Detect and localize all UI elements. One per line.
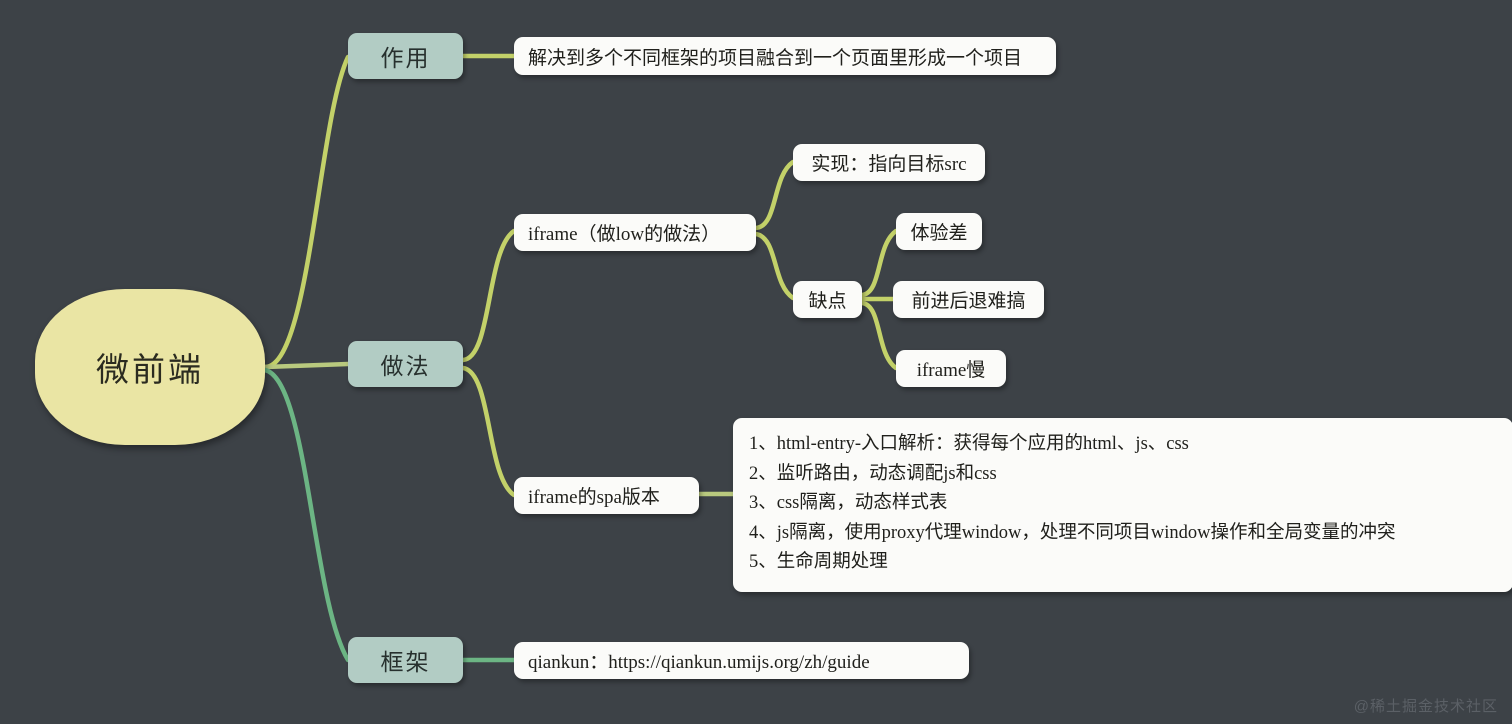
edge-root-zuofa <box>262 361 351 370</box>
branch-node-zuofa[interactable]: 做法 <box>348 341 463 387</box>
leaf-node-spa[interactable]: iframe的spa版本 <box>514 477 699 514</box>
leaf-node-qiankun-label: qiankun：https://qiankun.umijs.org/zh/gui… <box>528 652 870 673</box>
branch-node-kuangjia[interactable]: 框架 <box>348 637 463 683</box>
detail-line-1: 1、html-entry-入口解析：获得每个应用的html、js、css <box>749 434 1189 454</box>
edge-root-zuoyong <box>262 54 351 370</box>
leaf-node-quedian-tiyancha-label: 体验差 <box>910 223 968 244</box>
leaf-node-iframe-quedian[interactable]: 缺点 <box>793 281 862 318</box>
leaf-node-iframe-label: iframe（做low的做法） <box>528 224 721 245</box>
detail-line-3: 3、css隔离，动态样式表 <box>749 493 948 513</box>
branch-node-zuofa-label: 做法 <box>380 354 431 379</box>
edge-root-kuangjia <box>262 367 351 663</box>
leaf-node-spa-label: iframe的spa版本 <box>528 487 660 508</box>
edge-quedian-tiyancha <box>859 228 899 298</box>
watermark: @稀土掘金技术社区 <box>1353 698 1498 715</box>
leaf-node-quedian-qianjin[interactable]: 前进后退难搞 <box>893 281 1044 318</box>
edge-iframe-shixian <box>753 159 796 231</box>
leaf-node-quedian-tiyancha[interactable]: 体验差 <box>896 213 982 250</box>
leaf-node-iframe-shixian[interactable]: 实现：指向目标src <box>793 144 985 181</box>
root-node[interactable]: 微前端 <box>35 289 265 445</box>
leaf-node-zuoyong-detail[interactable]: 解决到多个不同框架的项目融合到一个页面里形成一个项目 <box>514 37 1056 75</box>
detail-line-5: 5、生命周期处理 <box>749 552 888 572</box>
leaf-node-iframe-quedian-label: 缺点 <box>808 291 847 312</box>
edge-iframe-quedian <box>753 231 796 301</box>
detail-line-4: 4、js隔离，使用proxy代理window，处理不同项目window操作和全局… <box>749 522 1396 543</box>
leaf-node-iframe-shixian-label: 实现：指向目标src <box>811 154 967 175</box>
branch-node-kuangjia-label: 框架 <box>380 650 431 675</box>
edge-zuofa-spa <box>460 365 517 498</box>
root-node-label: 微前端 <box>96 353 204 389</box>
leaf-node-quedian-iframeman-label: iframe慢 <box>916 360 986 381</box>
leaf-node-quedian-iframeman[interactable]: iframe慢 <box>896 350 1006 387</box>
branch-node-zuoyong-label: 作用 <box>380 46 431 71</box>
detail-box-spa-steps[interactable]: 1、html-entry-入口解析：获得每个应用的html、js、css 2、监… <box>733 418 1512 592</box>
leaf-node-quedian-qianjin-label: 前进后退难搞 <box>911 291 1026 312</box>
leaf-node-qiankun[interactable]: qiankun：https://qiankun.umijs.org/zh/gui… <box>514 642 969 679</box>
branch-node-zuoyong[interactable]: 作用 <box>348 33 463 79</box>
leaf-node-iframe[interactable]: iframe（做low的做法） <box>514 214 756 251</box>
edge-zuofa-iframe <box>460 228 517 363</box>
detail-line-2: 2、监听路由，动态调配js和css <box>749 463 997 484</box>
leaf-node-zuoyong-detail-label: 解决到多个不同框架的项目融合到一个页面里形成一个项目 <box>528 47 1023 69</box>
edge-quedian-iframeman <box>859 300 899 371</box>
